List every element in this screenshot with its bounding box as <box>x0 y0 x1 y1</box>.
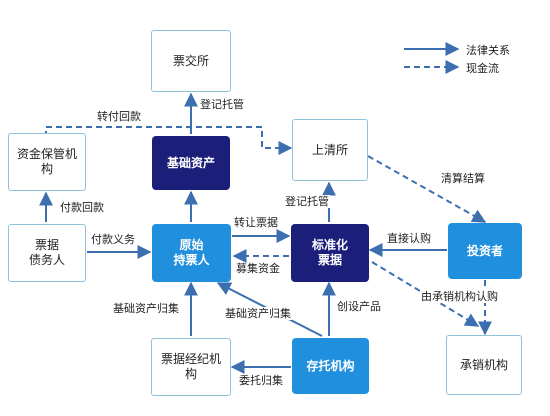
node-touzizhe: 投资者 <box>448 223 522 279</box>
node-yuanshichipiaoren: 原始 持票人 <box>152 224 231 282</box>
label-fukuanyiwu: 付款义务 <box>91 233 135 246</box>
node-zijinbaoguan: 资金保管机 构 <box>8 133 86 191</box>
label-jichuzichanguiji-left: 基础资产归集 <box>112 302 180 315</box>
label-mujizijin: 募集资金 <box>236 262 280 275</box>
label-dengjituoguan-mid: 登记托管 <box>284 195 330 208</box>
label-zhijierengou: 直接认购 <box>387 232 431 245</box>
label-chuangshechanpin: 创设产品 <box>336 300 382 313</box>
node-piaojujingji: 票据经纪机 构 <box>151 338 231 396</box>
label-zhuanfuhuikuan: 转付回款 <box>96 110 142 123</box>
label-qingsuanjiesuan: 清算结算 <box>440 172 486 185</box>
legend-legal-label: 法律关系 <box>466 44 510 57</box>
node-chengxiaojigou: 承销机构 <box>446 335 522 395</box>
node-piaojuzhaiwuren: 票据 债务人 <box>8 224 86 282</box>
label-weituoguiji: 委托归集 <box>238 374 284 387</box>
label-dengjituoguan-top: 登记托管 <box>199 98 245 111</box>
edge-qingsuanjiesuan <box>367 155 487 223</box>
label-zhuanrangpiaoju: 转让票据 <box>234 216 278 229</box>
label-fukuanhuikuan: 付款回款 <box>59 201 105 214</box>
node-cuntuojigou: 存托机构 <box>292 338 369 394</box>
label-jichuzichanguiji-mid: 基础资产归集 <box>224 307 292 320</box>
node-biaozhunhuapiaoju: 标准化 票据 <box>291 224 369 282</box>
legend-cash-label: 现金流 <box>466 62 499 75</box>
node-piaojiaosuo: 票交所 <box>151 30 231 92</box>
edge-zhuanfuhuikuan <box>45 126 293 155</box>
node-shangqingsuo: 上清所 <box>292 119 368 181</box>
node-jichuzichan: 基础资产 <box>152 136 230 190</box>
label-youchengxiao: 由承销机构认购 <box>420 290 499 303</box>
